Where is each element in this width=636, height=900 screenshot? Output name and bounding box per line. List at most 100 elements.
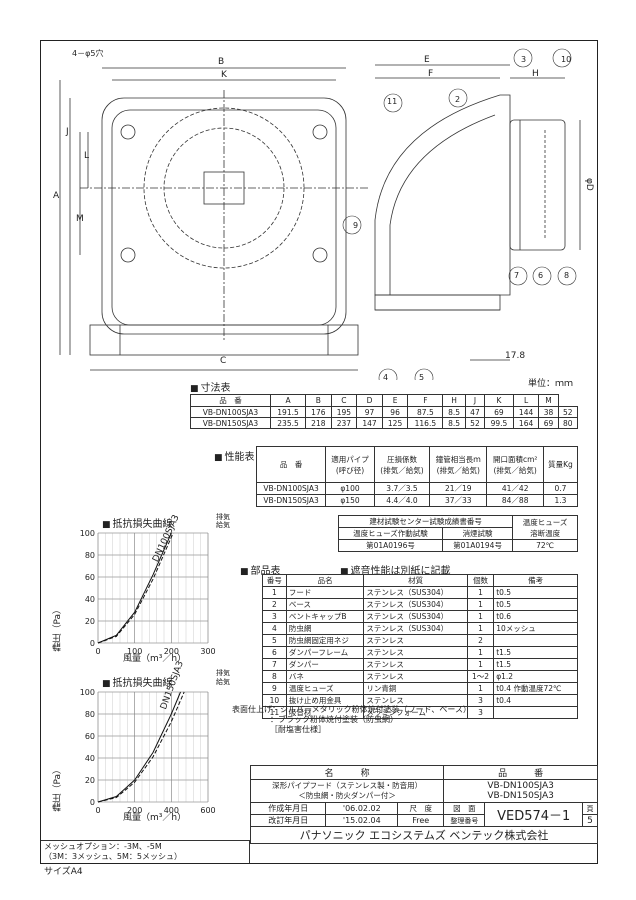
surface-note-2: ：ブラック粉体焼付塗装（防虫網） bbox=[270, 715, 398, 724]
table-cell: t0.5 bbox=[493, 598, 578, 611]
table-cell: 防虫網固定用ネジ bbox=[285, 634, 365, 647]
table-cell: 96 bbox=[381, 406, 409, 418]
x-tick-label: 400 bbox=[164, 806, 179, 815]
part-number-header: 品 番 bbox=[443, 765, 598, 780]
column-header: 番号 bbox=[262, 574, 287, 587]
callout-circle bbox=[414, 368, 434, 380]
table-cell: 4 bbox=[262, 622, 287, 635]
table-cell: ベース bbox=[285, 598, 365, 611]
dim-phiD: φD bbox=[584, 178, 594, 191]
table-cell: 4.4／4.0 bbox=[373, 494, 431, 507]
product-name-1: 深形パイプフード（ステンレス製・防音用） bbox=[272, 781, 423, 790]
table-cell: ダンパー bbox=[285, 658, 365, 671]
column-header: 品名 bbox=[285, 574, 365, 587]
series-line-supply bbox=[97, 532, 174, 644]
table-cell: リン青銅 bbox=[363, 682, 468, 695]
table-cell: 6 bbox=[262, 646, 287, 659]
table-cell: 1 bbox=[466, 622, 495, 635]
table-cell: ステンレス bbox=[363, 646, 468, 659]
fuse-value: 72℃ bbox=[512, 539, 578, 552]
side-view-cap bbox=[509, 119, 566, 251]
table-cell: ステンレス bbox=[363, 670, 468, 683]
y-tick-label: 20 bbox=[85, 617, 95, 626]
column-header: H bbox=[442, 394, 466, 407]
table-cell: 1.3 bbox=[542, 494, 579, 507]
mesh-note-2: （3M：3メッシュ、5M：5メッシュ） bbox=[44, 852, 183, 861]
dim-J: J bbox=[66, 127, 69, 137]
y-tick-label: 40 bbox=[85, 595, 95, 604]
chart1-legend-supply: 給気 bbox=[216, 521, 230, 529]
mount-hole bbox=[120, 124, 136, 140]
table-cell: 237 bbox=[330, 417, 358, 429]
company-name: パナソニック エコシステムズ ベンテック株式会社 bbox=[250, 826, 598, 844]
table-cell: VB-DN100SJA3 bbox=[255, 482, 327, 495]
table-cell: t0.5 bbox=[493, 586, 578, 599]
title-block: 名 称 品 番 深形パイプフード（ステンレス製・防音用） ＜防虫網・防火ダンパー… bbox=[249, 765, 598, 844]
callout-circle bbox=[552, 48, 572, 68]
column-header: 備考 bbox=[493, 574, 578, 587]
size-label: サイズA4 bbox=[44, 867, 83, 877]
scale-label: 尺 度 bbox=[397, 802, 445, 815]
product-name-2: ＜防虫網・防火ダンパー付＞ bbox=[298, 791, 396, 800]
table-cell: 147 bbox=[356, 417, 383, 429]
mount-hole bbox=[120, 247, 136, 263]
table-cell: 1 bbox=[466, 610, 495, 623]
drawing-frame bbox=[40, 40, 598, 864]
table-cell: 176 bbox=[305, 406, 332, 418]
callout-circle bbox=[508, 266, 528, 286]
table-cell: 41／42 bbox=[486, 482, 544, 495]
scale-value: Free bbox=[397, 814, 445, 827]
table-cell: 195 bbox=[330, 406, 358, 418]
table-cell: 0.7 bbox=[542, 482, 579, 495]
column-header: L bbox=[512, 394, 540, 407]
page-number: 5 bbox=[582, 814, 598, 827]
drawing-number: VED574－1 bbox=[484, 802, 583, 827]
table-cell: ステンレス（SUS304） bbox=[363, 610, 468, 623]
callout-6: 6 bbox=[538, 271, 544, 280]
column-header: 適用パイプ (呼び径) bbox=[325, 446, 375, 483]
technical-drawing bbox=[59, 48, 581, 380]
cert-col2: 消煙試験 bbox=[441, 527, 514, 540]
table-cell: 144 bbox=[512, 406, 540, 418]
callout-2: 2 bbox=[455, 95, 461, 104]
fuse-title: 温度ヒューズ 溶断温度 bbox=[512, 515, 578, 540]
cert-table: 建材試験センター試験成績書番号 温度ヒューズ 溶断温度 温度ヒューズ作動試験 消… bbox=[337, 515, 578, 552]
table-cell bbox=[493, 634, 578, 647]
table-cell: 10メッシュ bbox=[493, 622, 578, 635]
callout-7: 7 bbox=[514, 271, 520, 280]
page-label: 頁 bbox=[582, 802, 598, 815]
y-tick-label: 0 bbox=[90, 798, 95, 807]
table-cell bbox=[493, 706, 578, 719]
column-header: 材質 bbox=[363, 574, 468, 587]
x-tick-label: 200 bbox=[164, 647, 179, 656]
table-cell: バネ bbox=[285, 670, 365, 683]
x-tick-label: 600 bbox=[200, 806, 215, 815]
table-cell: 47 bbox=[464, 406, 486, 418]
table-cell: 温度ヒューズ bbox=[285, 682, 365, 695]
table-cell: t1.5 bbox=[493, 646, 578, 659]
table-cell: ステンレス bbox=[363, 634, 468, 647]
table-cell: φ150 bbox=[325, 494, 375, 507]
table-cell: 191.5 bbox=[269, 406, 307, 418]
dim-E: E bbox=[424, 55, 430, 65]
y-tick-label: 80 bbox=[85, 710, 95, 719]
column-header: M bbox=[538, 394, 559, 407]
table-cell: t0.4 bbox=[493, 694, 578, 707]
table-cell: 3 bbox=[262, 610, 287, 623]
mount-hole bbox=[312, 124, 328, 140]
table-cell: t0.6 bbox=[493, 610, 578, 623]
table-cell: 97 bbox=[356, 406, 383, 418]
table-cell: 87.5 bbox=[407, 406, 444, 418]
column-header: C bbox=[330, 394, 358, 407]
